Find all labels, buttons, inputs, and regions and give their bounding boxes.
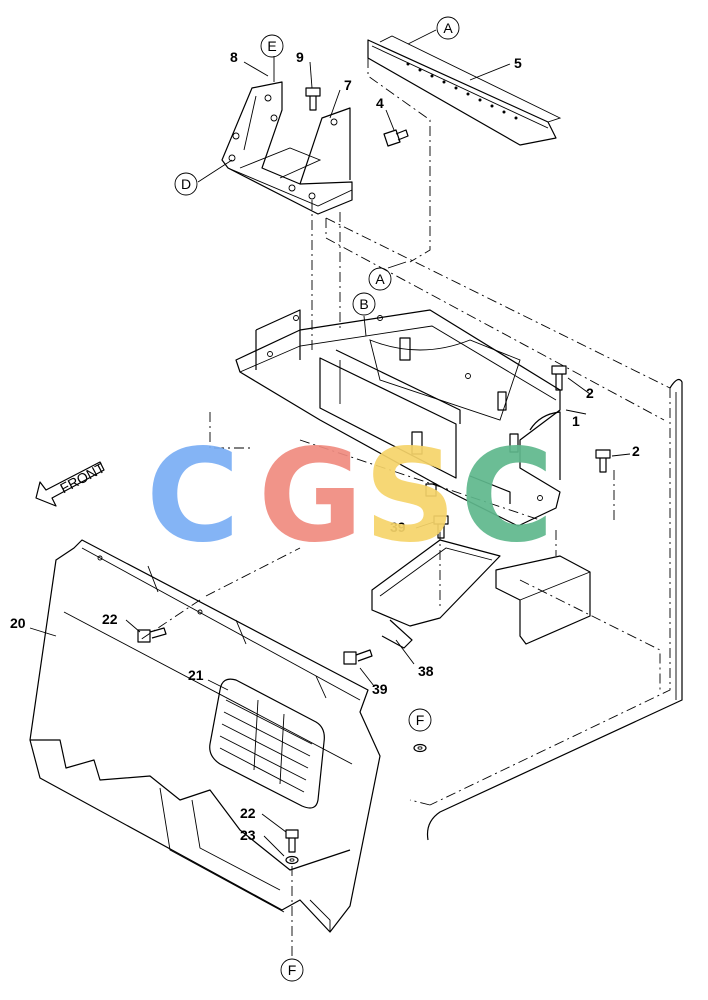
callout-7: 7	[344, 77, 352, 93]
watermark-letter-c2: C	[460, 422, 554, 571]
door-frame	[426, 378, 683, 841]
rear-panel-part-20	[29, 539, 381, 933]
lower-right-bracket	[495, 530, 591, 645]
callout-22: 22	[240, 805, 256, 821]
ref-circle-b: B	[352, 292, 376, 316]
callout-2: 2	[632, 443, 640, 459]
callout-1: 1	[572, 413, 580, 429]
watermark-letter-s: S	[364, 422, 456, 571]
callout-8: 8	[230, 49, 238, 65]
ref-circle-d: D	[174, 172, 198, 196]
ref-circle-f: F	[408, 708, 432, 732]
callout-39: 39	[390, 519, 406, 535]
cab-outline	[209, 217, 671, 806]
ref-circle-e: E	[260, 34, 284, 58]
leader-lines	[29, 29, 631, 857]
rail-part-5	[367, 35, 562, 263]
cover-part-38	[371, 530, 501, 649]
svg-text:E: E	[267, 38, 276, 54]
callout-39: 39	[372, 681, 388, 697]
front-direction-arrow	[35, 461, 105, 507]
callout-22: 22	[102, 611, 118, 627]
callout-38: 38	[418, 663, 434, 679]
bolt-22-icon	[137, 627, 167, 643]
bolt-39-icon	[433, 515, 449, 539]
washer-f-icon	[413, 743, 427, 753]
front-direction-label: FRONT	[57, 459, 107, 496]
bolt-2-icon	[595, 449, 611, 473]
callout-20: 20	[10, 615, 26, 631]
svg-text:F: F	[416, 712, 425, 728]
watermark-letter-g: G	[258, 422, 363, 571]
grille-part-21	[209, 678, 325, 809]
bolt-4-icon	[383, 129, 409, 147]
washer-23-icon	[285, 855, 299, 865]
bracket-parts-7-8	[221, 81, 353, 350]
ref-circle-a: A	[368, 267, 392, 291]
ref-circle-a: A	[436, 16, 460, 40]
svg-text:B: B	[359, 296, 368, 312]
bolt-39-icon	[343, 649, 373, 665]
svg-text:A: A	[375, 271, 385, 287]
svg-text:F: F	[288, 962, 297, 978]
svg-text:D: D	[181, 176, 191, 192]
watermark: C G S C	[146, 422, 554, 571]
bolt-2-icon	[551, 365, 567, 391]
callout-2: 2	[586, 385, 594, 401]
svg-text:A: A	[443, 20, 453, 36]
callout-21: 21	[188, 667, 204, 683]
callout-4: 4	[376, 95, 384, 111]
callout-5: 5	[514, 55, 522, 71]
ref-circle-f: F	[280, 958, 304, 982]
bolt-22-icon	[285, 829, 299, 853]
watermark-letter-c: C	[146, 422, 240, 571]
bolt-9-icon	[305, 87, 321, 111]
callout-9: 9	[296, 49, 304, 65]
callout-23: 23	[240, 827, 256, 843]
